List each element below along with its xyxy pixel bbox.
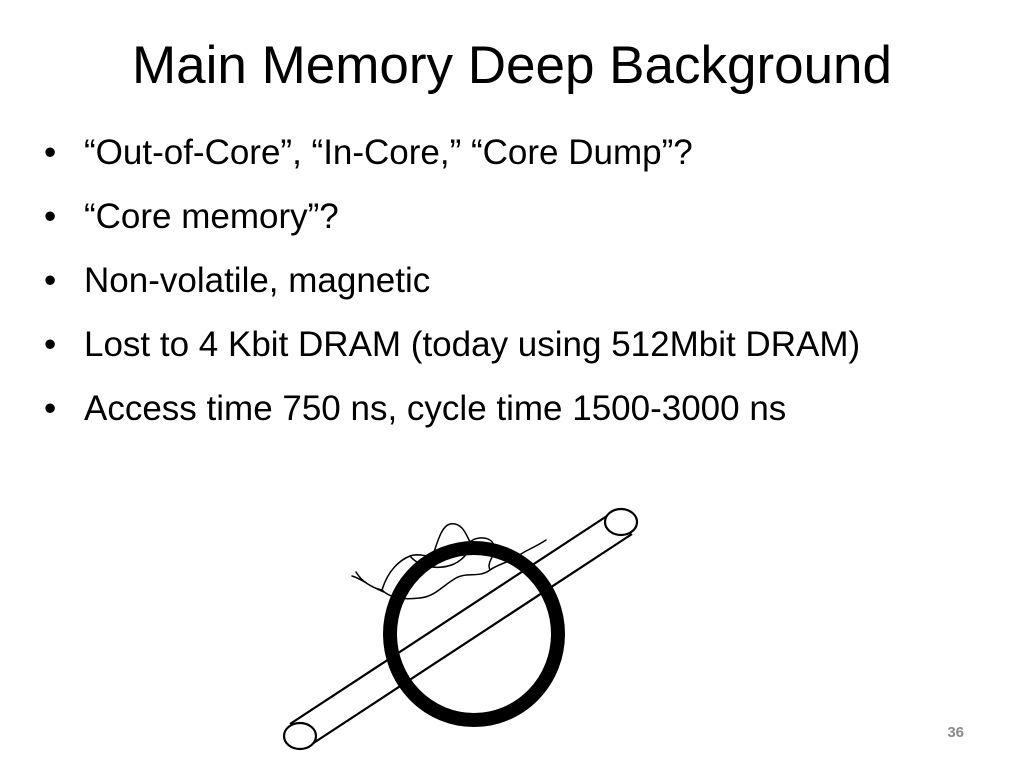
bullet-dot: • (44, 197, 57, 236)
bullet-dot: • (44, 261, 57, 300)
bullet-text: “Out-of-Core”, “In-Core,” “Core Dump”? (84, 133, 693, 172)
bullet-item: • Access time 750 ns, cycle time 1500-30… (44, 380, 924, 437)
bullet-item: • “Out-of-Core”, “In-Core,” “Core Dump”? (44, 124, 924, 181)
core-ring (383, 541, 565, 727)
bullet-list: • “Out-of-Core”, “In-Core,” “Core Dump”?… (44, 124, 924, 444)
bullet-item: • “Core memory”? (44, 188, 924, 245)
bullet-dot: • (44, 325, 57, 364)
bullet-dot: • (44, 389, 57, 428)
magnetic-core-ring-icon (282, 507, 639, 751)
bullet-dot: • (44, 133, 57, 172)
bullet-text: “Core memory”? (84, 197, 339, 236)
slide-title: Main Memory Deep Background (131, 36, 892, 95)
wire-end-top (603, 507, 639, 537)
wire-end-bottom (282, 721, 318, 751)
bullet-text: Non-volatile, magnetic (84, 261, 431, 300)
wire-tube (289, 513, 633, 745)
bullet-text: Access time 750 ns, cycle time 1500-3000… (84, 389, 787, 428)
tangled-wire (351, 523, 547, 600)
bullet-item: • Lost to 4 Kbit DRAM (today using 512Mb… (44, 316, 924, 373)
bullet-item: • Non-volatile, magnetic (44, 252, 924, 309)
bullet-text: Lost to 4 Kbit DRAM (today using 512Mbit… (84, 325, 861, 364)
page-number: 36 (947, 724, 964, 741)
